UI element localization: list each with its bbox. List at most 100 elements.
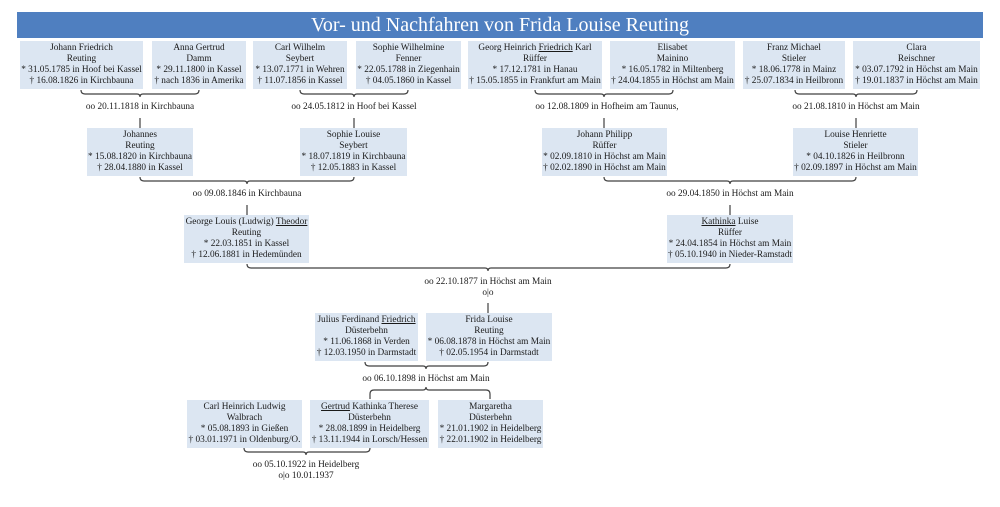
person-name-part: Luise — [735, 217, 759, 227]
person-call-name: Friedrich — [381, 315, 416, 325]
marriage-line: oo 09.08.1846 in Kirchbauna — [192, 189, 302, 199]
person-name-part: Clara — [906, 43, 927, 53]
person-name-part: Carl Heinrich Ludwig — [203, 402, 286, 412]
person-name-part: Julius Ferdinand — [317, 315, 382, 325]
marriage-label: oo 29.04.1850 in Höchst am Main — [666, 189, 793, 200]
person-death: † 16.08.1826 in Kirchbauna — [29, 76, 134, 86]
person-surname: Rüffer — [592, 141, 617, 151]
connector-line — [369, 386, 491, 399]
connector-line — [299, 89, 409, 98]
person-name-part: Louise Henriette — [824, 130, 887, 140]
person-name-part: George Louis (Ludwig) — [185, 217, 276, 227]
marriage-label: oo 24.05.1812 in Hoof bei Kassel — [291, 102, 416, 113]
person-call-name: Gertrud — [321, 402, 350, 412]
person-surname: Seybert — [339, 141, 368, 151]
person-birth: * 22.05.1788 in Ziegenhain — [357, 65, 460, 75]
person-death: † 02.02.1890 in Höchst am Main — [543, 163, 666, 173]
person-name-part: Anna Gertrud — [173, 43, 225, 53]
person-birth: * 22.03.1851 in Kassel — [203, 239, 290, 249]
marriage-line: o|o — [482, 288, 494, 298]
person-birth: * 29.11.1800 in Kassel — [156, 65, 242, 75]
connector-line — [139, 176, 355, 185]
marriage-line: oo 24.05.1812 in Hoof bei Kassel — [291, 102, 417, 112]
marriage-label: oo 20.11.1818 in Kirchbauna — [86, 102, 194, 113]
person-death: † 13.11.1944 in Lorsch/Hessen — [311, 435, 428, 445]
person-given-names: Sophie Wilhelmine — [356, 43, 461, 54]
person-birth: * 06.08.1878 in Höchst am Main — [427, 337, 551, 347]
person-birth: * 17.12.1781 in Hanau — [492, 65, 578, 75]
person-death: † 15.05.1855 in Frankfurt am Main — [469, 76, 601, 86]
marriage-line: oo 22.10.1877 in Höchst am Main — [424, 277, 552, 287]
person-name-part: Karl — [572, 43, 592, 53]
person-surname: Mainino — [656, 54, 689, 64]
person-death: † 05.10.1940 in Nieder-Ramstadt — [667, 250, 792, 260]
person-birth: * 03.07.1792 in Höchst am Main — [855, 65, 978, 75]
person-given-names: Sophie Louise — [300, 130, 407, 141]
person-surname: Fenner — [395, 54, 422, 64]
connector-line — [364, 361, 489, 370]
person-death: † 11.07.1856 in Kassel — [257, 76, 343, 86]
person-death: † 02.05.1954 in Darmstadt — [439, 348, 539, 358]
marriage-line: oo 29.04.1850 in Höchst am Main — [666, 189, 794, 199]
person-surname: Walbrach — [226, 413, 263, 423]
person-name-part: Johannes — [122, 130, 158, 140]
person-birth: * 24.04.1854 in Höchst am Main — [668, 239, 792, 249]
person-surname: Rüffer — [717, 228, 743, 238]
person-birth: * 18.06.1778 in Mainz — [751, 65, 837, 75]
marriage-label: oo 12.08.1809 in Hofheim am Taunus, — [535, 102, 678, 113]
person-given-names: George Louis (Ludwig) Theodor — [184, 217, 309, 228]
connector-line — [603, 176, 857, 185]
person-given-names: Gertrud Kathinka Therese — [310, 402, 429, 413]
person-surname: Rüffer — [522, 54, 548, 64]
person-given-names: Clara — [853, 43, 980, 54]
person-name-part: Kathinka Therese — [349, 402, 418, 412]
marriage-line: oo 12.08.1809 in Hofheim am Taunus, — [535, 102, 679, 112]
connector-line — [794, 89, 918, 98]
marriage-label: oo 21.08.1810 in Höchst am Main — [792, 102, 919, 113]
person-surname: Reischner — [897, 54, 936, 64]
person-surname: Seybert — [285, 54, 315, 64]
marriage-line: oo 06.10.1898 in Höchst am Main — [362, 374, 490, 384]
person-given-names: Frida Louise — [426, 315, 552, 326]
person-death: † 22.01.1902 in Heidelberg — [439, 435, 542, 445]
person-given-names: Johannes — [87, 130, 193, 141]
person-death: † 04.05.1860 in Kassel — [365, 76, 452, 86]
person-surname: Düsterbehn — [469, 413, 512, 423]
person-birth: * 13.07.1771 in Wehren — [255, 65, 345, 75]
person-death: † 03.01.1971 in Oldenburg/O. — [188, 435, 301, 445]
person-name-part: Elisabet — [657, 43, 688, 53]
person-name-part: Johann Friedrich — [50, 43, 113, 53]
person-death: † 12.05.1883 in Kassel — [310, 163, 397, 173]
person-surname: Reuting — [125, 141, 155, 151]
person-given-names: Elisabet — [610, 43, 735, 54]
person-surname: Stieler — [781, 54, 807, 64]
person-call-name: Kathinka — [701, 217, 736, 227]
person-given-names: Anna Gertrud — [152, 43, 246, 54]
person-given-names: Johann Friedrich — [20, 43, 143, 54]
person-birth: * 16.05.1782 in Miltenberg — [621, 65, 724, 75]
person-name-part: Frida Louise — [465, 315, 513, 325]
person-birth: * 04.10.1826 in Heilbronn — [806, 152, 905, 162]
connector-line — [246, 263, 731, 272]
